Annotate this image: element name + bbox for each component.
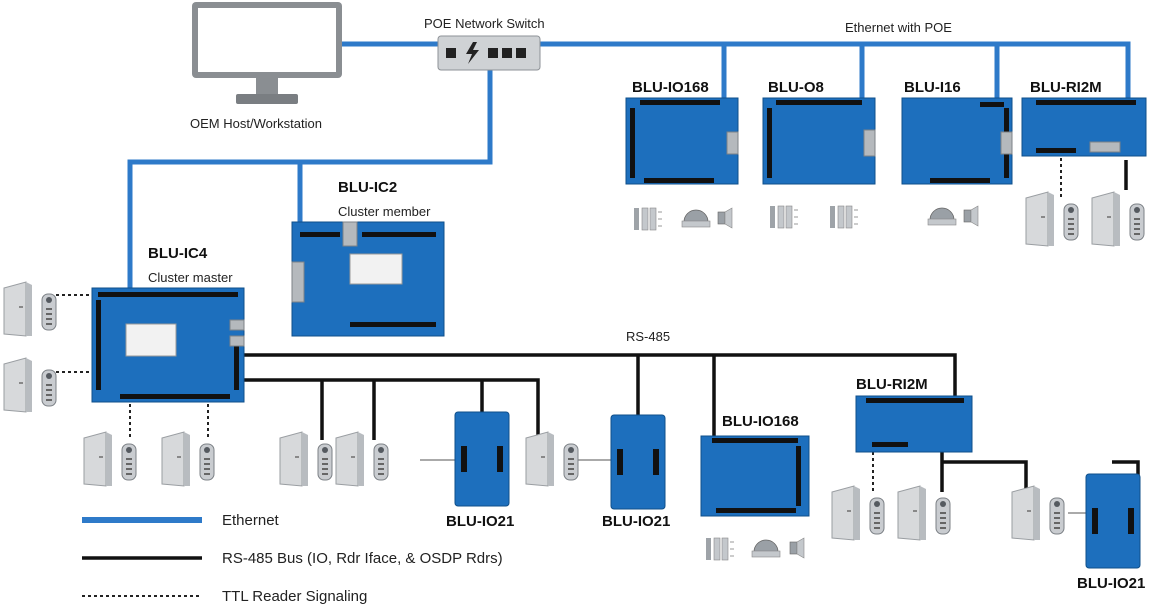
board-bus-ri2m bbox=[855, 395, 973, 453]
network-switch-icon bbox=[437, 35, 541, 71]
switch-label: POE Network Switch bbox=[424, 16, 545, 31]
board-bus-io168 bbox=[700, 435, 810, 517]
monitor-icon bbox=[192, 2, 342, 104]
bus-io168-devices bbox=[705, 537, 805, 561]
top-io168-devices bbox=[633, 207, 733, 231]
rs485-bus bbox=[244, 160, 1140, 492]
board-top-i16 bbox=[901, 97, 1013, 185]
ic4-role-label: Cluster master bbox=[148, 270, 233, 285]
top-ri2m-label: BLU-RI2M bbox=[1030, 79, 1102, 96]
board-top-io168 bbox=[625, 97, 739, 185]
ethernet-poe-label: Ethernet with POE bbox=[845, 20, 952, 35]
bus-ri2m-doors bbox=[831, 485, 1065, 541]
board-top-ri2m bbox=[1021, 97, 1147, 157]
board-top-o8 bbox=[762, 97, 876, 185]
ic2-name-label: BLU-IC2 bbox=[338, 179, 397, 196]
top-i16-devices bbox=[927, 205, 979, 227]
board-io21-a bbox=[454, 411, 510, 507]
ic4-name-label: BLU-IC4 bbox=[148, 245, 208, 262]
top-o8-devices bbox=[769, 205, 859, 229]
board-ic2 bbox=[291, 221, 445, 337]
top-o8-label: BLU-O8 bbox=[768, 79, 824, 96]
workstation-label: OEM Host/Workstation bbox=[190, 116, 322, 131]
board-io21-b bbox=[610, 414, 666, 510]
ethernet-links bbox=[127, 41, 1131, 288]
io21-c-label: BLU-IO21 bbox=[1077, 575, 1145, 592]
board-io21-c bbox=[1085, 473, 1141, 569]
ttl-links bbox=[56, 158, 1062, 492]
rs485-label: RS-485 bbox=[626, 329, 670, 344]
legend-ethernet: Ethernet bbox=[222, 512, 280, 529]
top-i16-label: BLU-I16 bbox=[904, 79, 961, 96]
bus-io168-label: BLU-IO168 bbox=[722, 413, 799, 430]
board-ic4 bbox=[91, 287, 245, 403]
bus-doors-left bbox=[279, 431, 579, 487]
legend-ttl: TTL Reader Signaling bbox=[222, 588, 367, 605]
legend-rs485: RS-485 Bus (IO, Rdr Iface, & OSDP Rdrs) bbox=[222, 550, 503, 567]
ic2-role-label: Cluster member bbox=[338, 204, 431, 219]
legend: Ethernet RS-485 Bus (IO, Rdr Iface, & OS… bbox=[82, 512, 503, 605]
top-ri2m-doors bbox=[1025, 191, 1145, 247]
device-wires bbox=[420, 459, 1086, 514]
io21-a-label: BLU-IO21 bbox=[446, 513, 514, 530]
bus-ri2m-label: BLU-RI2M bbox=[856, 376, 928, 393]
top-io168-label: BLU-IO168 bbox=[632, 79, 709, 96]
io21-b-label: BLU-IO21 bbox=[602, 513, 670, 530]
